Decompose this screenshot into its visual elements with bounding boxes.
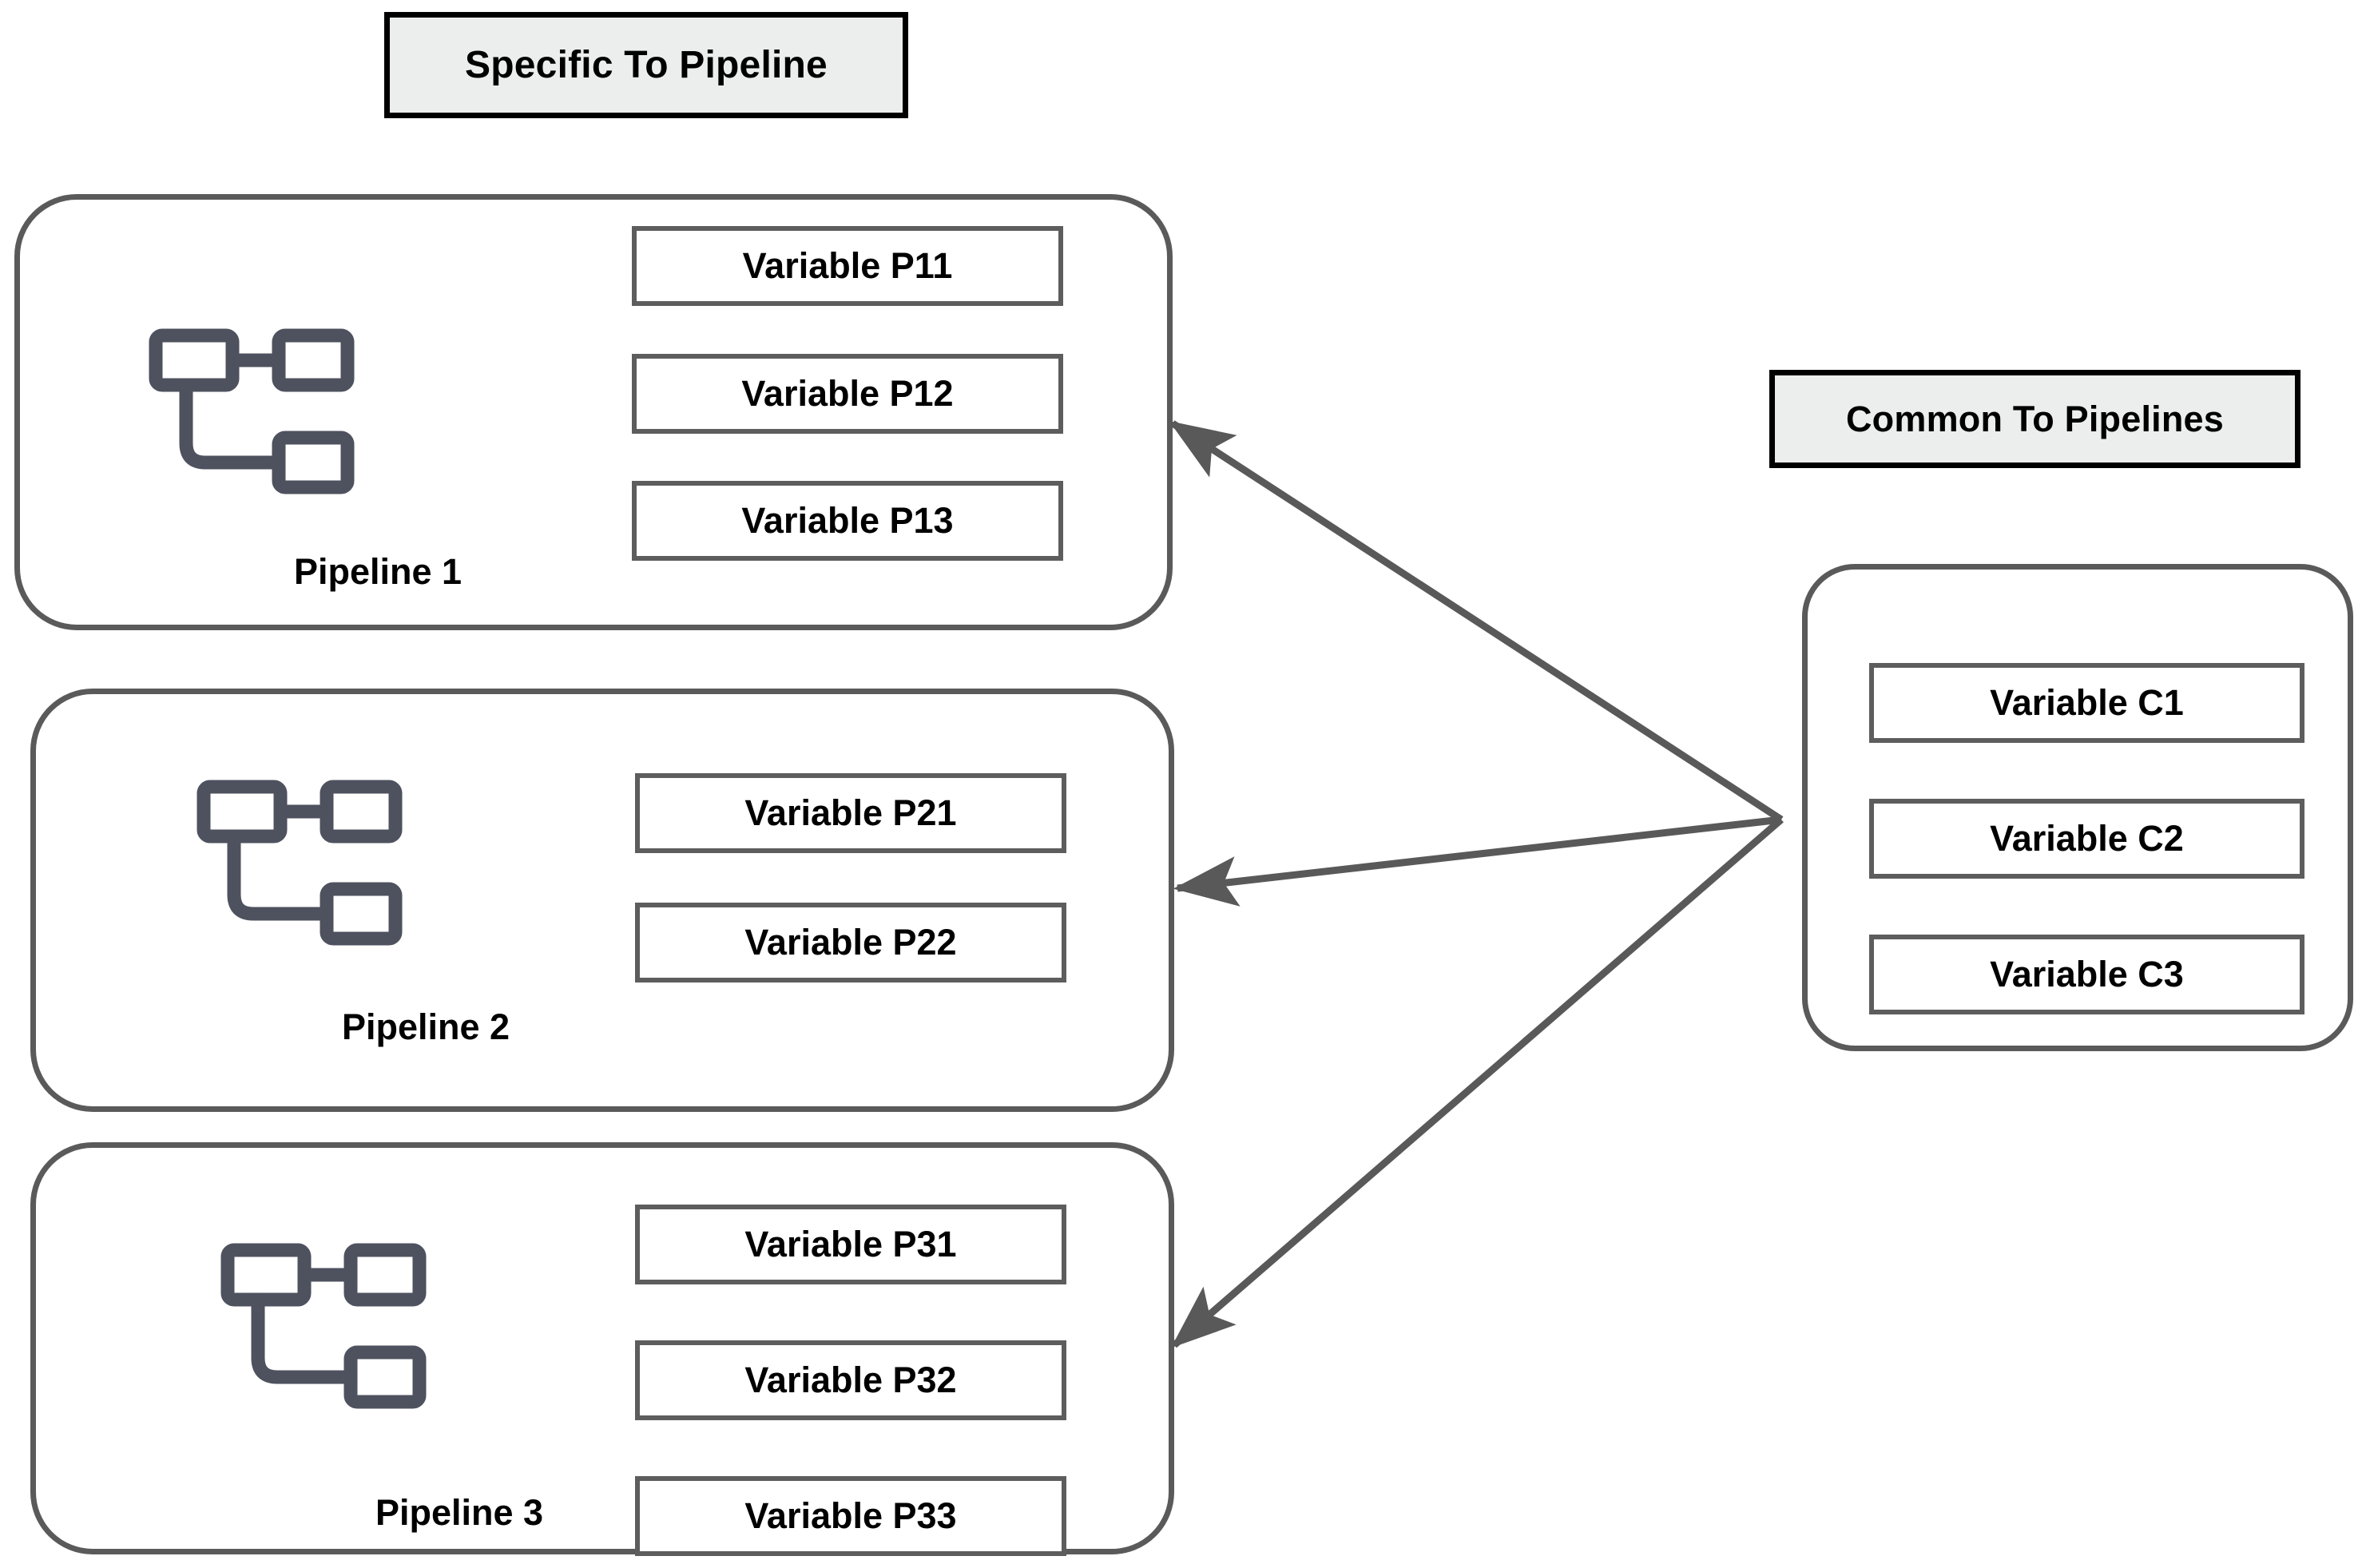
variable-box-c3[interactable]: Variable C3 — [1869, 935, 2304, 1014]
common-to-pipelines-header: Common To Pipelines — [1769, 370, 2300, 468]
pipeline-caption-2: Pipeline 2 — [342, 1006, 510, 1047]
variable-box-p22[interactable]: Variable P22 — [635, 903, 1066, 982]
variable-box-p21[interactable]: Variable P21 — [635, 773, 1066, 853]
variable-box-p33[interactable]: Variable P33 — [635, 1476, 1066, 1556]
pipeline-node-tree-icon — [149, 328, 355, 494]
arrow-common-to-pipeline-3 — [1170, 816, 1784, 1348]
variable-box-p13[interactable]: Variable P13 — [632, 481, 1063, 561]
arrow-common-to-pipeline-1 — [1169, 420, 1784, 823]
pipeline-node-tree-icon — [197, 780, 403, 946]
variable-box-c1[interactable]: Variable C1 — [1869, 663, 2304, 743]
pipeline-caption-1: Pipeline 1 — [294, 551, 462, 592]
variable-box-p32[interactable]: Variable P32 — [635, 1340, 1066, 1420]
pipeline-caption-3: Pipeline 3 — [375, 1492, 544, 1533]
pipeline-group-2 — [30, 689, 1174, 1112]
variable-box-c2[interactable]: Variable C2 — [1869, 799, 2304, 879]
variable-box-p11[interactable]: Variable P11 — [632, 226, 1063, 306]
variable-box-p12[interactable]: Variable P12 — [632, 354, 1063, 434]
pipeline-node-tree-icon — [220, 1243, 427, 1409]
arrow-common-to-pipeline-2 — [1173, 816, 1782, 907]
variable-box-p31[interactable]: Variable P31 — [635, 1205, 1066, 1284]
specific-to-pipeline-header: Specific To Pipeline — [384, 12, 908, 118]
